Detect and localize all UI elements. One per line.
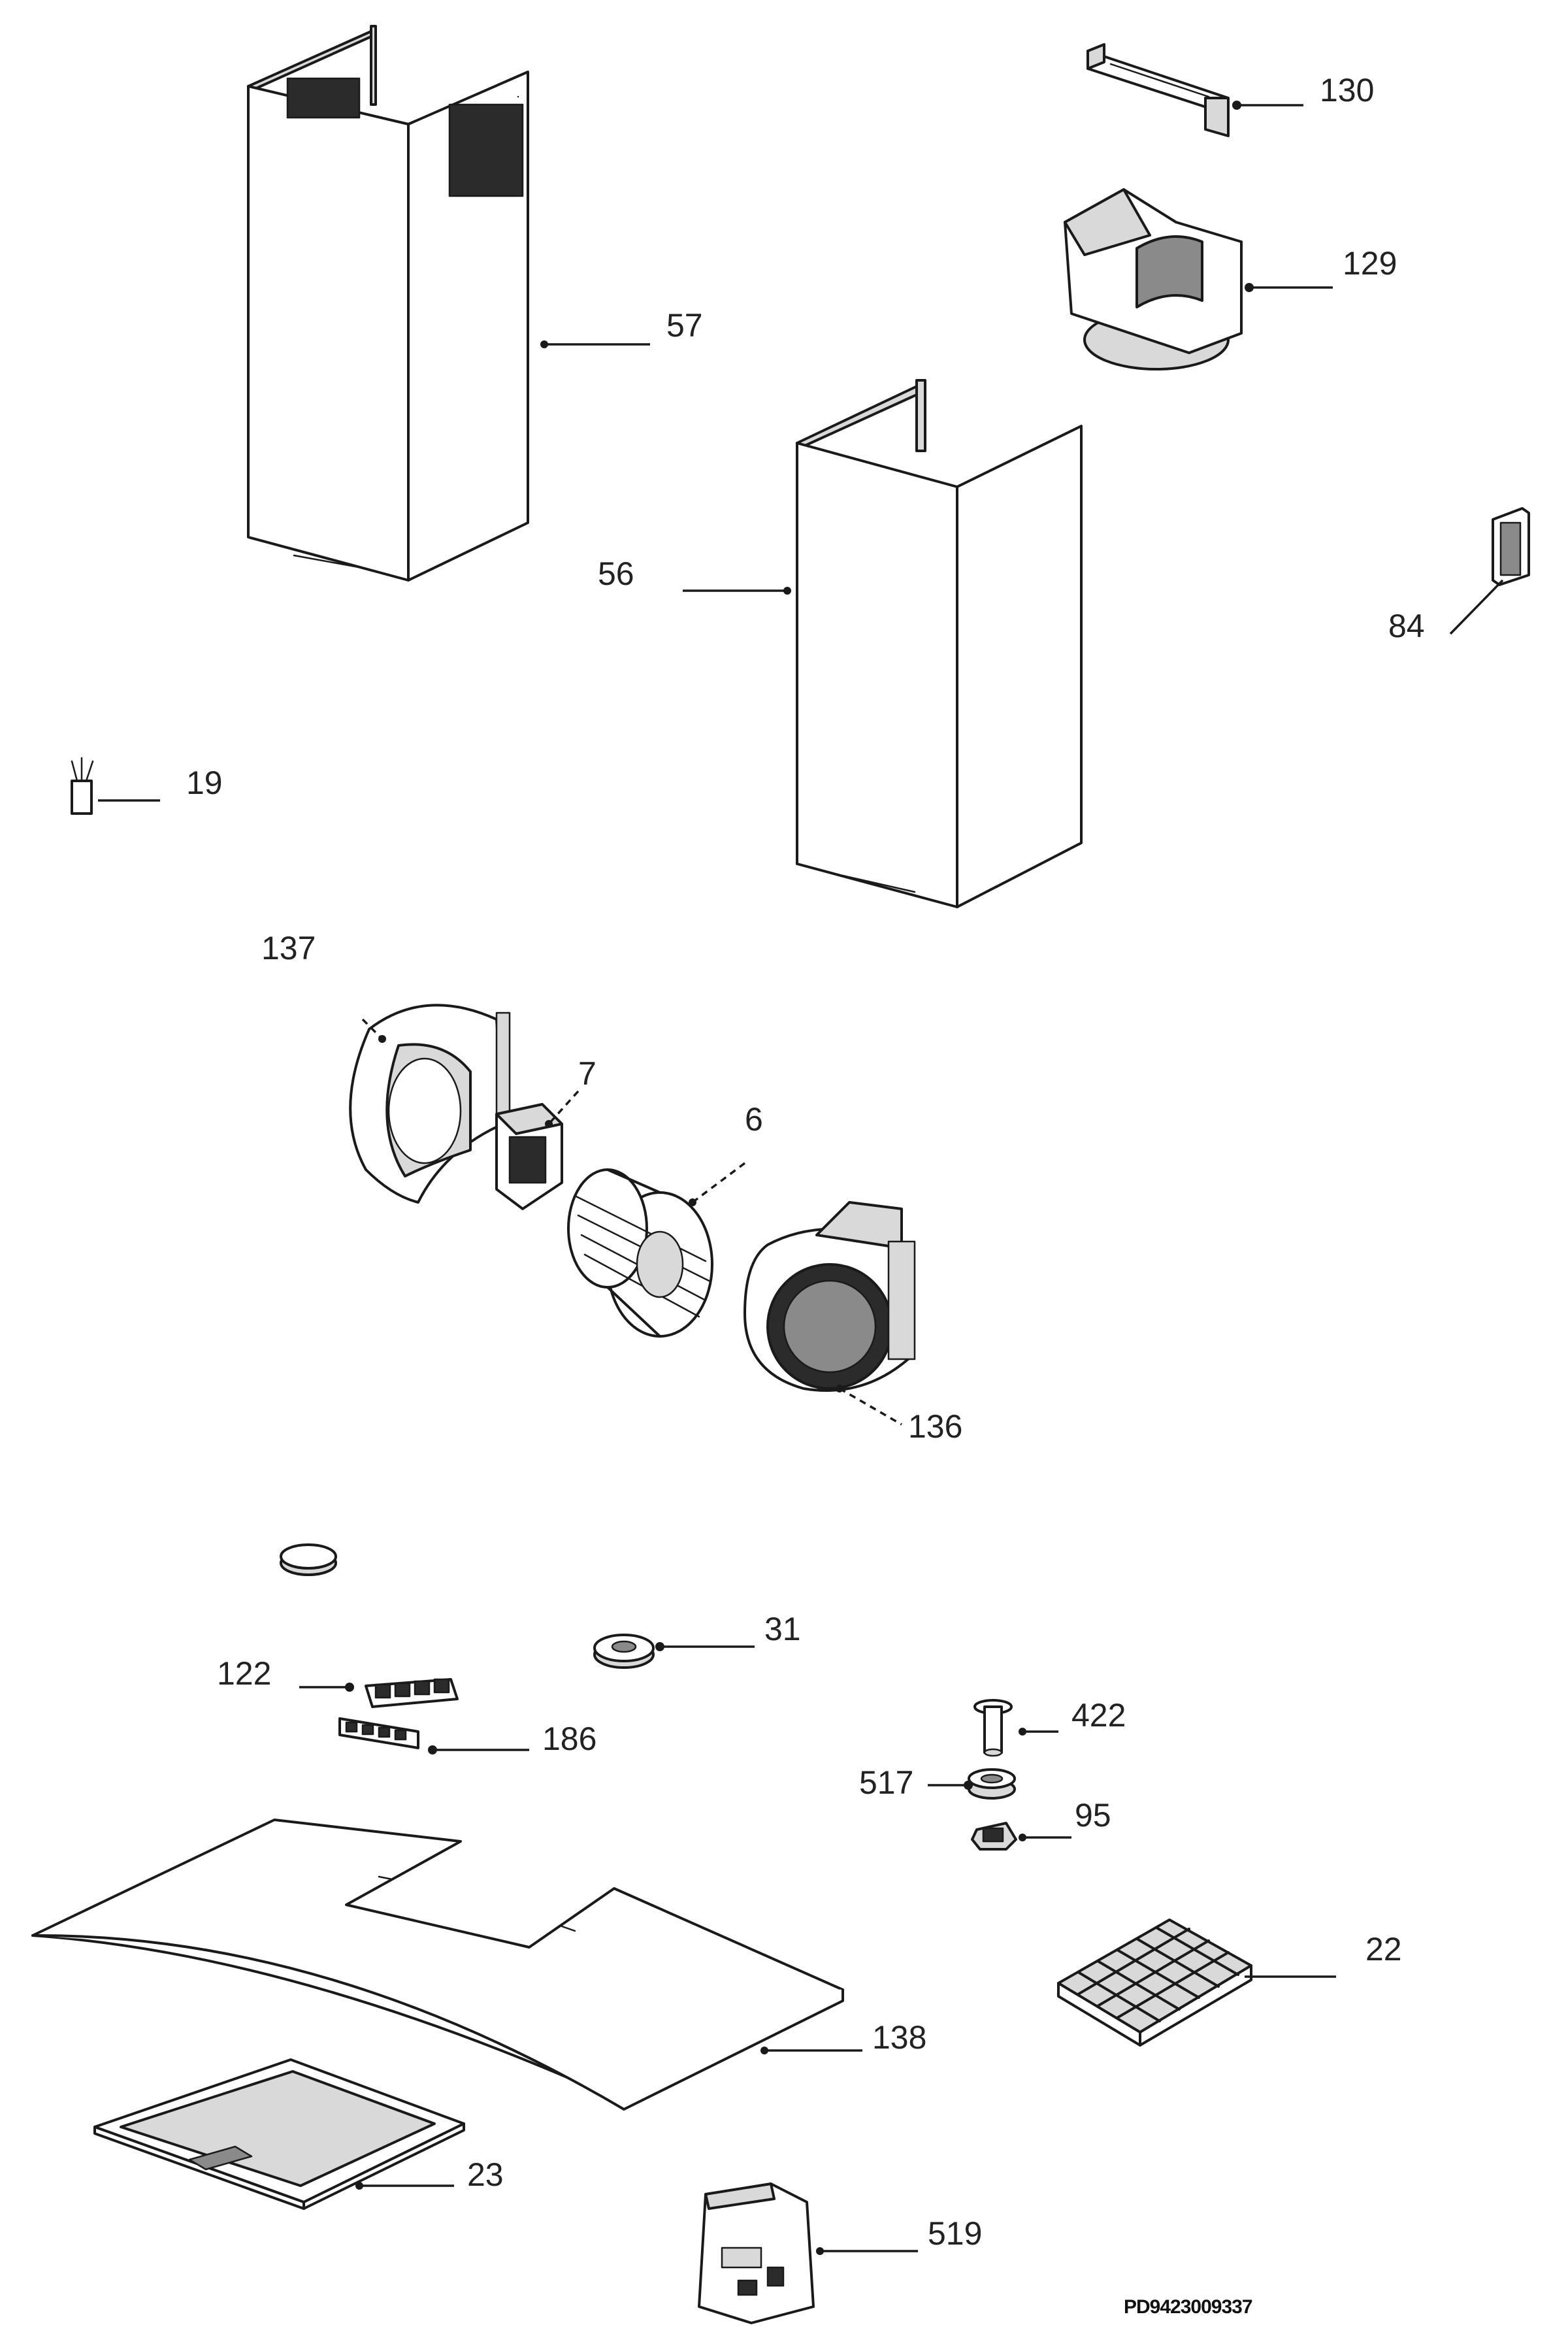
callout-7: 7 [578,1055,596,1092]
callout-122: 122 [217,1655,271,1692]
part-130-bracket [1086,43,1230,137]
part-57-upper-chimney [247,25,529,582]
part-23-grease-filter [93,2058,465,2210]
callout-6: 6 [745,1101,763,1138]
callout-57: 57 [666,307,703,344]
part-422-lamp [973,1699,1013,1757]
part-31-knob [593,1634,655,1669]
callout-31: 31 [764,1611,801,1647]
part-122-switch-board [365,1678,459,1708]
callout-129: 129 [1343,245,1397,282]
callout-519: 519 [928,2215,982,2252]
part-519-parts-bag [698,2182,815,2324]
callout-23: 23 [467,2156,504,2193]
leader-6 [691,1162,746,1204]
callout-95: 95 [1075,1797,1111,1834]
callout-56: 56 [598,555,634,592]
callout-422: 422 [1071,1697,1126,1734]
part-7-motor [495,1103,563,1210]
callout-22: 22 [1365,1931,1402,1968]
part-137-fan-housing [349,1004,511,1204]
leader-7 [547,1090,580,1125]
unlabelled-knob [280,1543,337,1576]
callout-136: 136 [908,1408,962,1445]
part-56-lower-chimney [796,379,1083,908]
leader-84 [1449,579,1504,635]
part-129-air-outlet [1064,188,1243,370]
part-517-lamp-holder [968,1768,1016,1800]
callout-84: 84 [1388,608,1425,644]
leader-136 [839,1387,902,1426]
part-136-fan-housing [743,1201,916,1392]
callout-137: 137 [261,930,316,966]
callout-517: 517 [859,1764,913,1801]
callout-138: 138 [872,2019,926,2056]
callout-labels: 57 130 129 56 84 19 137 7 6 136 31 122 1… [186,72,1425,2318]
document-reference: PD9423009337 [1124,2296,1252,2318]
leader-lines [98,101,1504,2255]
callout-19: 19 [186,765,223,801]
part-186-button-strip [338,1717,419,1749]
part-95-lamp-socket [971,1822,1017,1851]
part-138-glass-canopy [31,1819,844,2111]
part-22-carbon-filter [1057,1918,1252,2047]
leader-137 [361,1018,384,1040]
callout-186: 186 [542,1721,596,1757]
part-19-connector [71,757,94,815]
part-84-small-component [1492,507,1530,586]
part-6-impeller [567,1168,713,1338]
callout-130: 130 [1320,72,1374,108]
